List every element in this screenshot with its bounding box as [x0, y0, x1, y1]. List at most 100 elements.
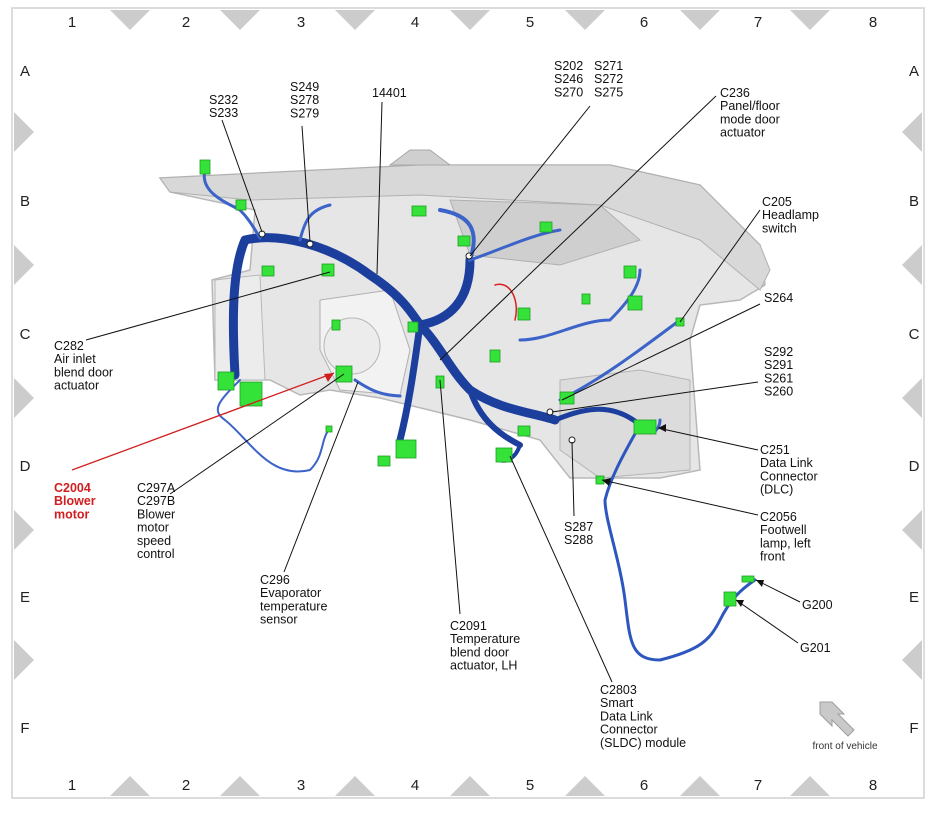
callout-line: sensor [260, 613, 298, 627]
callout-n14401: 14401 [372, 86, 407, 100]
connector-block [235, 199, 247, 211]
grid-col-label: 4 [411, 777, 419, 794]
grid-row-label: E [20, 589, 30, 606]
connector-block [623, 265, 637, 279]
callout-s264: S264 [764, 291, 793, 305]
callout-line: Smart [600, 696, 634, 710]
callout-line: C297B [137, 494, 175, 508]
grid-col-label: 5 [526, 777, 534, 794]
callout-line: S292 [764, 345, 793, 359]
callout-line: S279 [290, 106, 319, 120]
callout-line: C205 [762, 195, 792, 209]
callout-line: mode door [720, 112, 780, 126]
grid-left-letters: A B C D E F [20, 63, 31, 737]
front-of-vehicle-label: front of vehicle [812, 741, 877, 752]
connector-block [581, 293, 591, 305]
connector-block [723, 591, 737, 607]
callout-line: Connector [760, 469, 818, 483]
callout-line: Temperature [450, 632, 520, 646]
callout-line: Blower [54, 494, 96, 508]
connector-block [627, 295, 643, 311]
callout-line: Data Link [760, 456, 814, 470]
callout-line: Panel/floor [720, 99, 780, 113]
callout-line: blend door [54, 365, 113, 379]
callout-line: actuator, LH [450, 659, 517, 673]
callout-line: S202 [554, 59, 583, 73]
grid-col-label: 7 [754, 14, 762, 31]
grid-col-label: 2 [182, 777, 190, 794]
arrowheads [324, 373, 764, 607]
connector-block [377, 455, 391, 467]
callout-line: C236 [720, 86, 750, 100]
callout-line: Blower [137, 507, 175, 521]
callout-line: Headlamp [762, 208, 819, 222]
grid-col-label: 7 [754, 777, 762, 794]
grid-col-label: 6 [640, 777, 648, 794]
connector-block [411, 205, 427, 217]
connector-block [199, 159, 211, 175]
callout-line: C2091 [450, 619, 487, 633]
grid-col-label: 8 [869, 777, 877, 794]
connector-block [489, 349, 501, 363]
grid-col-label: 3 [297, 14, 305, 31]
front-of-vehicle-indicator: front of vehicle [812, 701, 878, 752]
callout-line: C2056 [760, 510, 797, 524]
callout-line: control [137, 547, 175, 561]
grid-top-numbers: 1 2 3 4 5 6 7 8 [68, 14, 877, 31]
arrowhead [756, 580, 764, 587]
callout-line: S233 [209, 106, 238, 120]
callout-line: actuator [54, 379, 99, 393]
grid-row-label: F [909, 720, 918, 737]
connector-block [261, 265, 275, 277]
grid-col-label: 5 [526, 14, 534, 31]
grid-col-label: 8 [869, 14, 877, 31]
connector-block [239, 381, 263, 407]
callout-line: S264 [764, 291, 793, 305]
connector-block [407, 321, 419, 333]
grid-row-label: F [20, 720, 29, 737]
callout-line: actuator [720, 126, 765, 140]
callout-line: S261 [764, 371, 793, 385]
grid-col-label: 2 [182, 14, 190, 31]
grid-row-label: B [909, 193, 919, 210]
grid-col-label: 6 [640, 14, 648, 31]
callout-line: C2803 [600, 683, 637, 697]
callout-line: temperature [260, 599, 327, 613]
callout-line: S291 [764, 358, 793, 372]
grid-bottom-numbers: 1 2 3 4 5 6 7 8 [68, 777, 877, 794]
connector-block [457, 235, 471, 247]
connector-block [539, 221, 553, 233]
callout-line: C297A [137, 481, 176, 495]
callout-line: front [760, 550, 786, 564]
callout-line: S246 [554, 72, 583, 86]
connectors [199, 159, 755, 607]
grid-row-label: C [909, 326, 920, 343]
callout-line: G201 [800, 641, 831, 655]
callout-line: (DLC) [760, 483, 793, 497]
callout-line: C2004 [54, 481, 91, 495]
callout-line: blend door [450, 645, 509, 659]
callout-g201: G201 [800, 641, 831, 655]
callout-line: lamp, left [760, 536, 811, 550]
grid-col-label: 1 [68, 14, 76, 31]
connector-block [633, 419, 657, 435]
callout-line: S272 [594, 72, 623, 86]
grid-row-label: A [20, 63, 30, 80]
callout-line: S249 [290, 80, 319, 94]
callout-line: C282 [54, 339, 84, 353]
callout-line: speed [137, 534, 171, 548]
callout-line: Connector [600, 723, 658, 737]
frame-border [11, 7, 925, 799]
